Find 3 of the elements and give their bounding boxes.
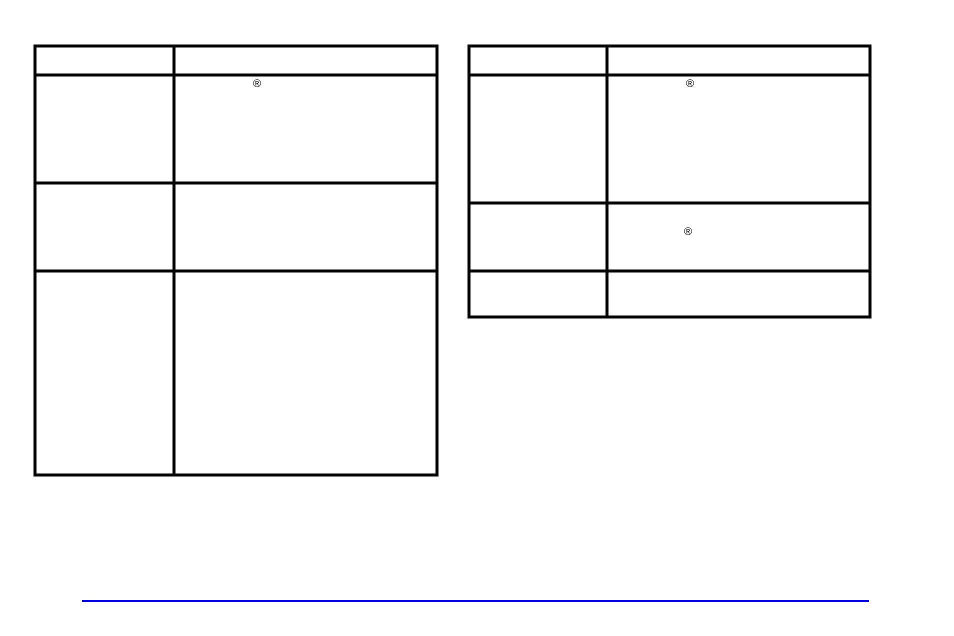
registered-mark: ® — [686, 78, 694, 90]
registered-mark: ® — [684, 226, 692, 238]
registered-mark: ® — [253, 78, 262, 90]
